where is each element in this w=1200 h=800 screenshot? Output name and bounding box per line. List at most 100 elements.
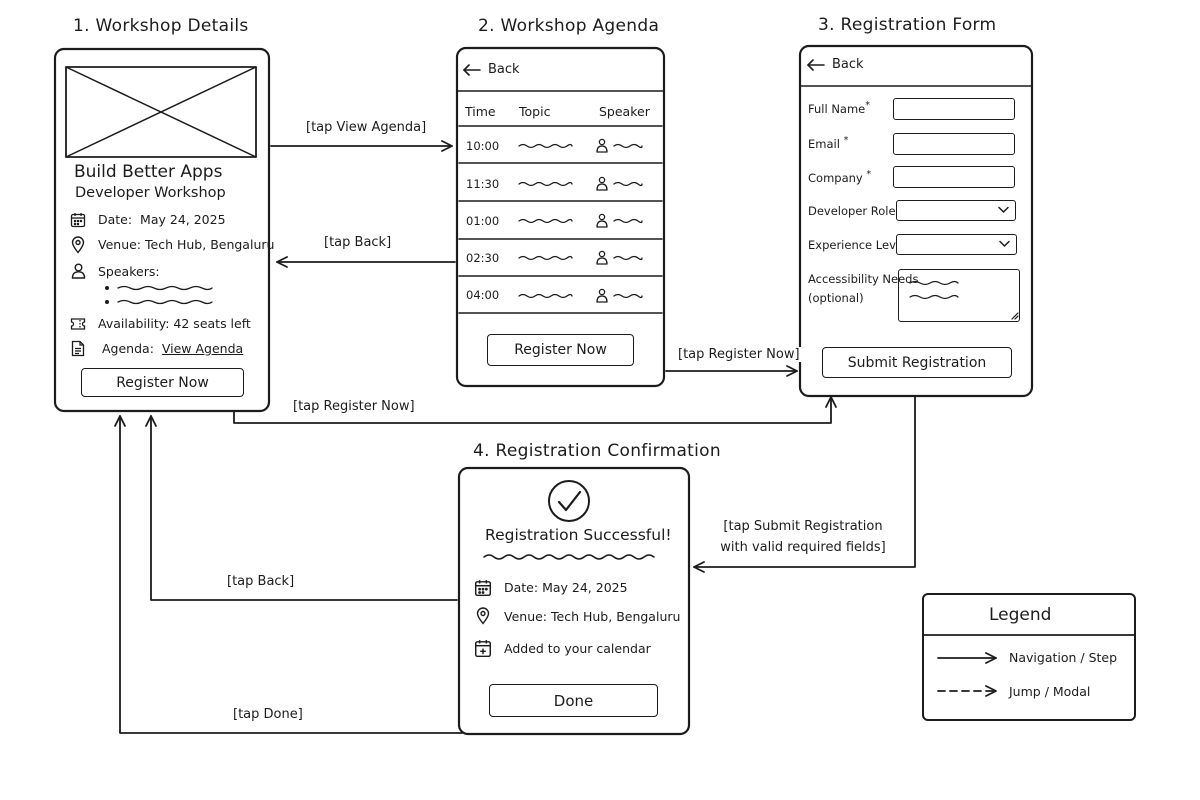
transition-label-submit-line2: with valid required fields]: [720, 540, 886, 555]
venue-value: Tech Hub, Bengaluru: [551, 609, 681, 624]
topic-scribble: [518, 143, 573, 149]
transition-label-done: [tap Done]: [231, 707, 305, 722]
transition-label-submit: [tap Submit Registration with valid requ…: [714, 516, 892, 558]
accessibility-label: Accessibility Needs: [808, 272, 919, 286]
email-input[interactable]: [893, 133, 1015, 155]
textarea-scribble: [909, 294, 959, 300]
column-header-topic: Topic: [519, 104, 551, 119]
back-label: Back: [832, 57, 864, 72]
column-header-time: Time: [465, 104, 496, 119]
view-agenda-link[interactable]: View Agenda: [161, 341, 244, 356]
speaker-scribble: [613, 293, 643, 299]
person-icon: [596, 145, 608, 153]
bullet-dot: [105, 300, 109, 304]
date-label: Date:: [98, 212, 133, 227]
venue-label: Venue:: [98, 237, 142, 252]
confirmation-venue-row: Venue: Tech Hub, Bengaluru: [504, 609, 680, 624]
legend-title: Legend: [989, 605, 1052, 625]
accessibility-textarea[interactable]: [898, 269, 1020, 322]
developer-role-select[interactable]: [896, 200, 1016, 221]
screen-frame-details: [53, 47, 271, 413]
transition-label-register-agenda: [tap Register Now]: [676, 347, 802, 362]
ticket-icon: [70, 318, 86, 330]
speaker-scribble: [117, 299, 213, 305]
textarea-resize-handle: [1011, 312, 1019, 320]
date-value: May 24, 2025: [140, 212, 226, 227]
back-label: Back: [488, 62, 520, 77]
transition-label-submit-line1: [tap Submit Registration: [723, 519, 883, 534]
arrow-register-from-details: [233, 396, 837, 424]
success-heading: Registration Successful!: [485, 526, 672, 544]
person-icon: [71, 263, 86, 279]
person-icon: [598, 288, 606, 296]
availability-value: 42 seats left: [173, 316, 251, 331]
person-icon: [596, 257, 608, 265]
workshop-subheadline: Developer Workshop: [75, 185, 226, 201]
register-now-button-agenda[interactable]: Register Now: [487, 334, 634, 366]
screen-title-details: 1. Workshop Details: [73, 16, 249, 36]
document-icon: [71, 340, 85, 357]
calendar-added-text: Added to your calendar: [504, 641, 651, 656]
image-placeholder: [65, 66, 257, 158]
required-marker: *: [865, 100, 871, 111]
back-button-agenda[interactable]: Back: [462, 62, 520, 77]
legend-dashed-label: Jump / Modal: [1009, 684, 1091, 699]
agenda-label: Agenda:: [102, 341, 154, 356]
transition-label-back-confirmation: [tap Back]: [225, 574, 297, 589]
calendar-add-icon: [475, 640, 491, 658]
transition-label-view-agenda: [tap View Agenda]: [304, 120, 429, 135]
person-icon: [598, 213, 606, 221]
availability-row: Availability: 42 seats left: [98, 316, 251, 331]
topic-scribble: [518, 293, 573, 299]
person-icon: [596, 220, 608, 228]
chevron-down-icon: [999, 240, 1010, 248]
submit-registration-button[interactable]: Submit Registration: [822, 347, 1012, 378]
agenda-row-time: 04:00: [466, 288, 500, 302]
screen-title-confirmation: 4. Registration Confirmation: [473, 441, 721, 461]
agenda-scribbles: [518, 138, 643, 303]
venue-row: Venue: Tech Hub, Bengaluru: [98, 237, 274, 252]
person-icon: [598, 176, 606, 184]
company-input[interactable]: [893, 166, 1015, 188]
field-label-developer-role: Developer Role*: [808, 202, 900, 218]
chevron-down-icon: [998, 206, 1009, 214]
check-circle-icon: [548, 480, 590, 522]
speaker-scribble: [613, 143, 643, 149]
location-pin-icon: [71, 236, 85, 254]
date-value: May 24, 2025: [542, 580, 628, 595]
transition-label-back: [tap Back]: [322, 235, 394, 250]
topic-scribble: [518, 255, 573, 261]
screen-title-form: 3. Registration Form: [818, 15, 997, 35]
back-button-form[interactable]: Back: [806, 57, 864, 72]
topic-scribble: [518, 218, 573, 224]
person-icon: [596, 295, 608, 303]
date-label: Date:: [504, 580, 539, 595]
accessibility-optional-note: (optional): [808, 291, 864, 305]
calendar-icon: [70, 213, 86, 228]
speaker-scribble: [613, 181, 643, 187]
confirmation-date-row: Date: May 24, 2025: [504, 580, 628, 595]
full-name-input[interactable]: [893, 98, 1015, 120]
person-icon: [596, 183, 608, 191]
availability-label: Availability:: [98, 316, 170, 331]
register-now-button-details[interactable]: Register Now: [81, 368, 244, 397]
person-icon: [598, 250, 606, 258]
field-label-full-name: Full Name*: [808, 100, 871, 116]
required-marker: *: [843, 135, 849, 146]
textarea-scribble: [909, 280, 959, 286]
screen-frame-form: [798, 44, 1034, 398]
transition-label-register-details: [tap Register Now]: [291, 399, 417, 414]
venue-label: Venue:: [504, 609, 548, 624]
agenda-row: Agenda: View Agenda: [102, 341, 243, 356]
back-arrow-icon: [806, 58, 825, 71]
agenda-row-time: 10:00: [466, 139, 500, 153]
agenda-row-time: 02:30: [466, 251, 500, 265]
done-button[interactable]: Done: [489, 684, 658, 717]
back-arrow-icon: [462, 63, 481, 76]
column-header-speaker: Speaker: [599, 104, 650, 119]
experience-level-select[interactable]: [896, 234, 1017, 255]
calendar-icon: [474, 580, 492, 597]
date-row: Date: May 24, 2025: [98, 212, 226, 227]
